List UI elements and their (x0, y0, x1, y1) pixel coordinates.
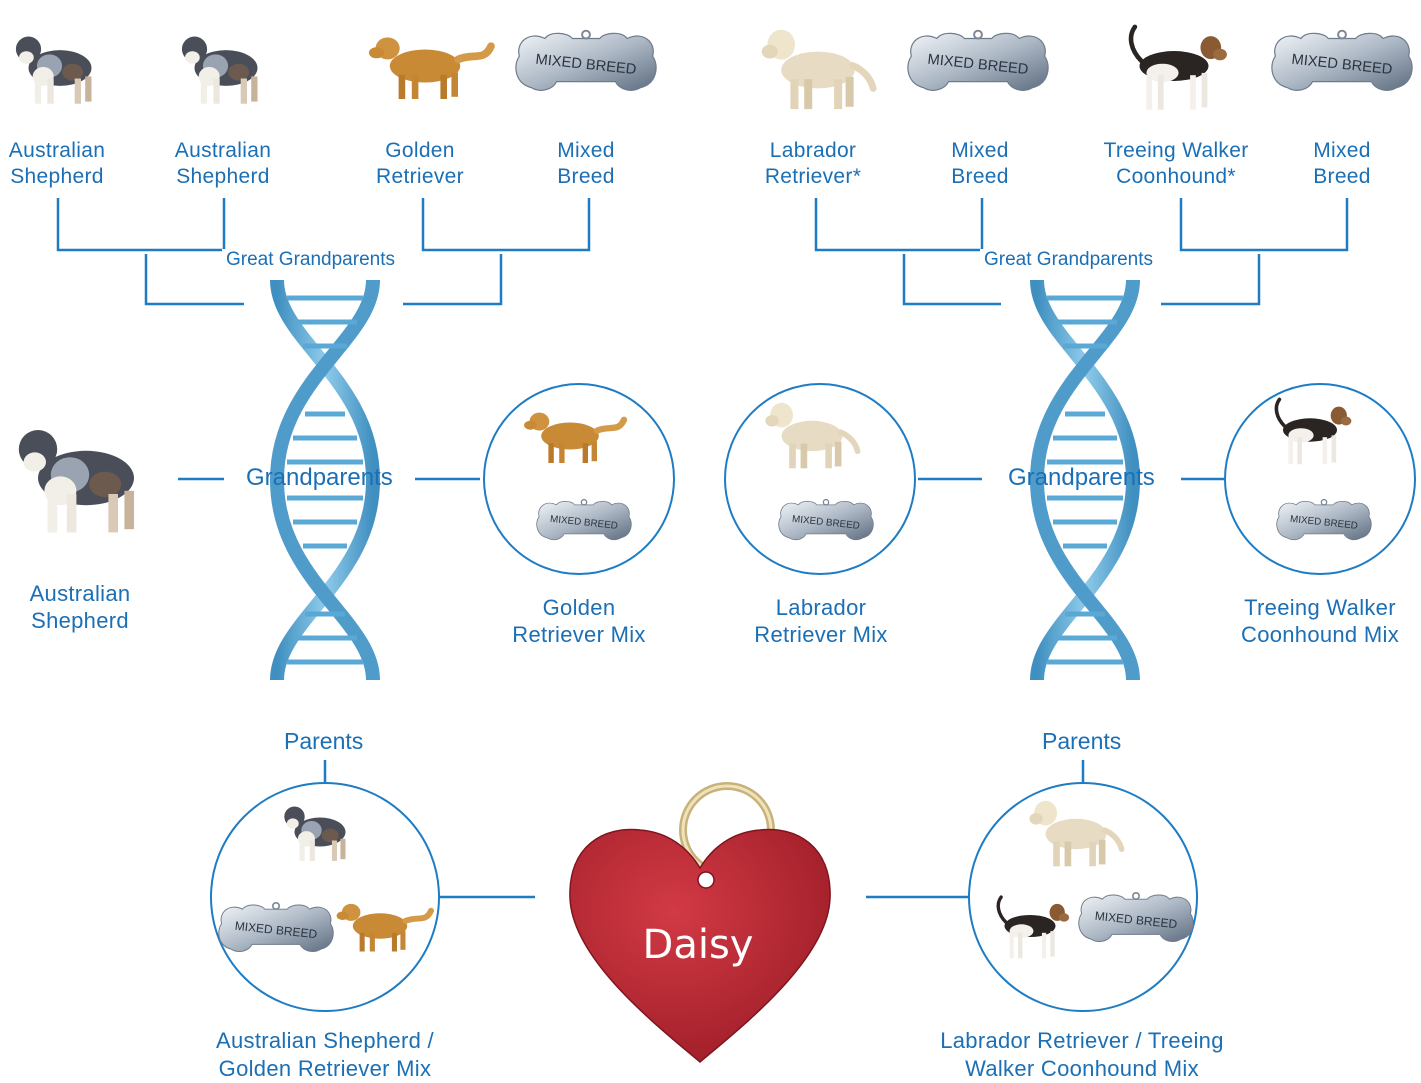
right-parent-circle (969, 783, 1197, 1011)
australian-shepherd-image (182, 37, 258, 104)
australian-shepherd-image (16, 37, 92, 104)
right-great-grandparents-heading: Great Grandparents (980, 249, 1157, 271)
left-parent-circle (211, 783, 439, 1011)
left-parents-heading: Parents (280, 728, 367, 755)
left-great-grandparents-heading: Great Grandparents (222, 249, 399, 271)
golden-retriever-mix-circle (484, 384, 674, 574)
treeing-walker-coonhound-mix-circle (1225, 384, 1415, 574)
golden-retriever-image (369, 37, 491, 99)
labrador-retriever-image (762, 30, 874, 109)
parent-label-left: Australian Shepherd /Golden Retriever Mi… (190, 1027, 460, 1083)
australian-shepherd-grandparent-image (19, 430, 134, 532)
labrador-retriever-mix-circle (725, 384, 915, 574)
right-grandparents-heading: Grandparents (1004, 464, 1159, 492)
treeing-walker-coonhound-image (1131, 27, 1227, 110)
left-grandparents-heading: Grandparents (242, 464, 397, 492)
dog-name-label: Daisy (600, 922, 796, 968)
right-parents-heading: Parents (1038, 728, 1125, 755)
